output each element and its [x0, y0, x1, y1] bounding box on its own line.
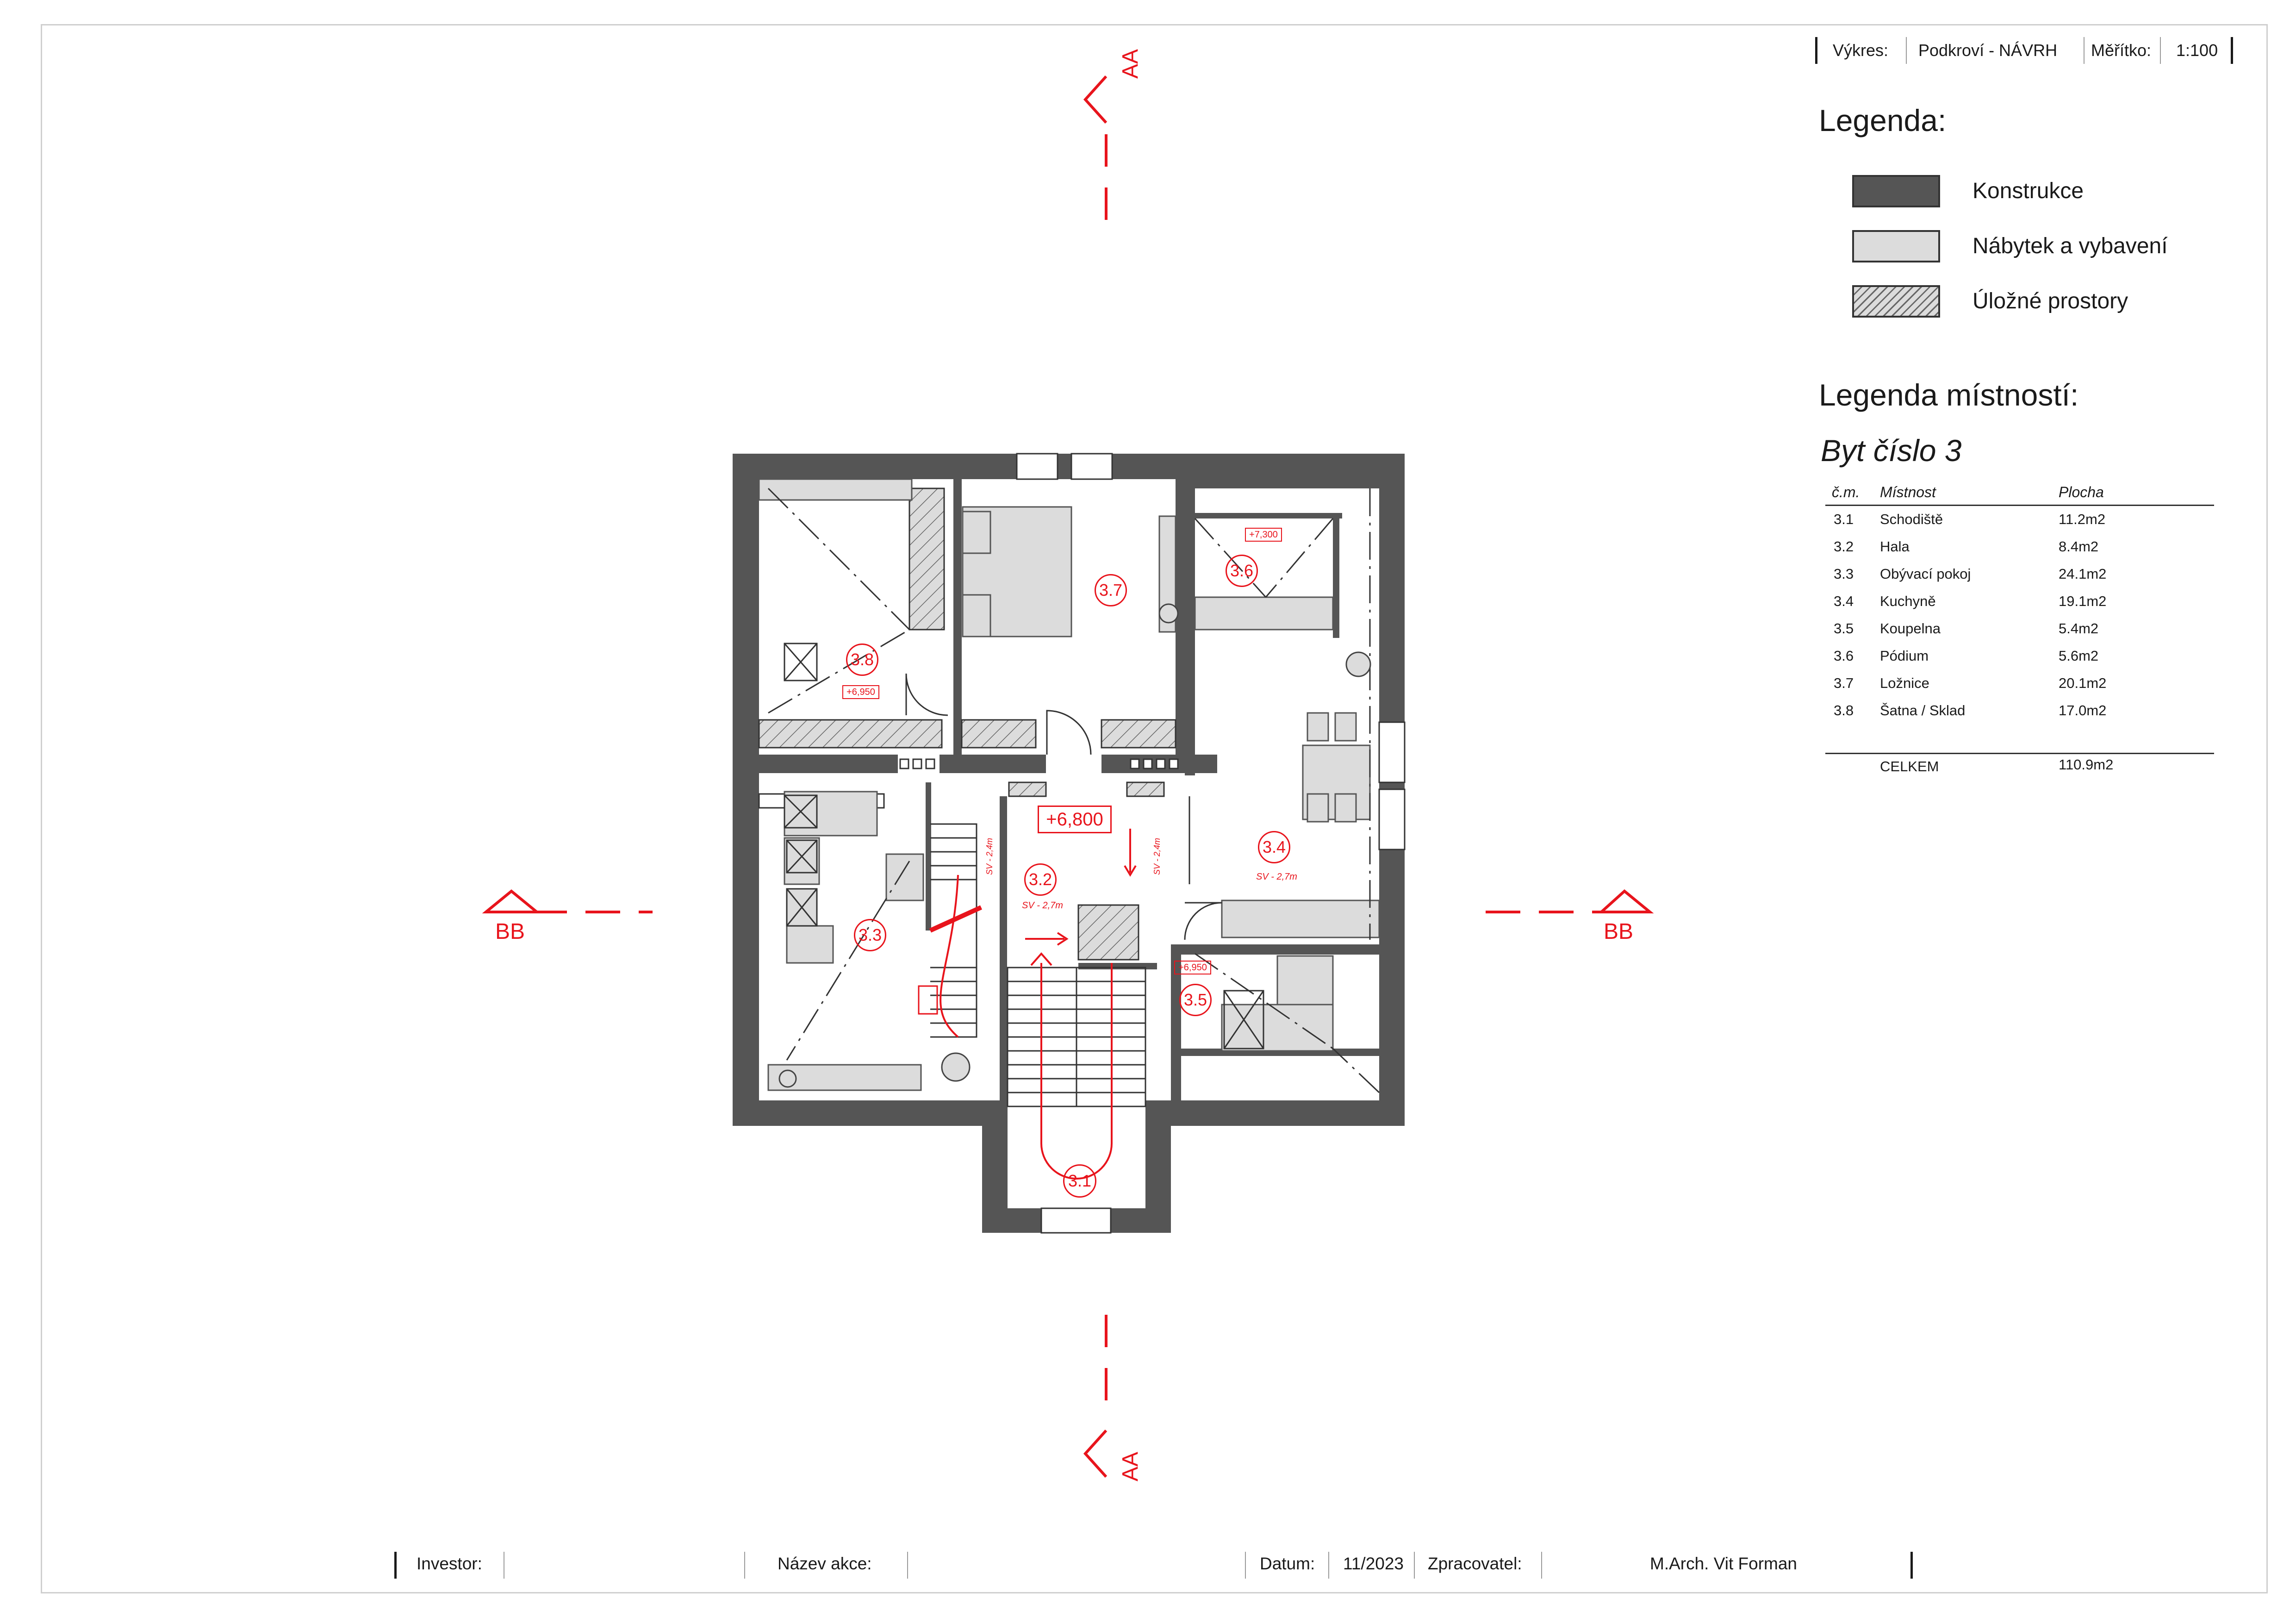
room-number-3-4: 3.4: [1258, 831, 1290, 863]
row-name: Kuchyně: [1880, 593, 1936, 609]
room-number-3-1: 3.1: [1063, 1164, 1096, 1198]
header-divider: [1906, 37, 1907, 64]
sv-note-left: SV - 2,4m: [985, 837, 994, 875]
row-num: 3.4: [1834, 593, 1854, 609]
row-area: 17.0m2: [2059, 702, 2107, 718]
row-area: 8.4m2: [2059, 538, 2099, 555]
author-value: M.Arch. Vit Forman: [1650, 1554, 1798, 1573]
roof-lines: [767, 487, 1380, 1093]
scale-label: Měřítko:: [2091, 41, 2152, 60]
row-area: 11.2m2: [2059, 511, 2106, 527]
room-legend-title: Legenda místností:: [1819, 378, 2079, 412]
row-name: Ložnice: [1880, 675, 1929, 691]
total-value: 110.9m2: [2059, 756, 2114, 773]
legend-swatch-storage: [1852, 285, 1940, 318]
author-label: Zpracovatel:: [1428, 1554, 1522, 1573]
storage-areas: [758, 487, 1176, 961]
room-number-3-8: 3.8: [846, 643, 878, 676]
doors: [905, 673, 1222, 940]
row-name: Šatna / Sklad: [1880, 702, 1966, 718]
room-number-3-2: 3.2: [1024, 863, 1057, 896]
vent-blocks: [899, 758, 1179, 769]
table-rule: [1825, 753, 2214, 754]
footer-divider: [1910, 1552, 1913, 1579]
drawing-frame: [41, 24, 2268, 1593]
footer-divider: [744, 1552, 745, 1579]
row-area: 20.1m2: [2059, 675, 2107, 691]
row-num: 3.8: [1834, 702, 1854, 718]
room-number-3-7: 3.7: [1095, 574, 1127, 606]
legend-title: Legenda:: [1819, 103, 1947, 137]
header-divider: [2231, 37, 2233, 64]
footer-divider: [1541, 1552, 1542, 1579]
room-number-3-5: 3.5: [1179, 984, 1212, 1016]
footer-divider: [1245, 1552, 1246, 1579]
level-main: +6,800: [1038, 806, 1112, 833]
investor-label: Investor:: [417, 1554, 482, 1573]
table-rule: [1825, 505, 2214, 506]
header-divider: [2160, 37, 2161, 64]
section-label-aa-bottom: AA: [1118, 1451, 1143, 1481]
legend-label-structure: Konstrukce: [1972, 179, 2084, 203]
section-label-bb-left: BB: [495, 919, 525, 944]
row-num: 3.7: [1834, 675, 1854, 691]
row-num: 3.1: [1834, 511, 1854, 527]
level-36: +7,300: [1245, 528, 1282, 542]
footer-divider: [1414, 1552, 1415, 1579]
row-area: 19.1m2: [2059, 593, 2107, 609]
room-number-3-6: 3.6: [1226, 555, 1258, 587]
section-label-aa-top: AA: [1118, 49, 1143, 79]
row-num: 3.2: [1834, 538, 1854, 555]
row-area: 5.6m2: [2059, 648, 2099, 664]
level-35: +6,950: [1174, 961, 1211, 974]
legend-label-furniture: Nábytek a vybavení: [1972, 234, 2168, 258]
legend-label-storage: Úložné prostory: [1972, 289, 2128, 313]
total-label: CELKEM: [1880, 758, 1939, 775]
section-markers: [482, 75, 1654, 1478]
scale-value: 1:100: [2176, 41, 2218, 60]
furniture: [758, 478, 1380, 1091]
row-num: 3.3: [1834, 566, 1854, 582]
row-name: Koupelna: [1880, 620, 1941, 637]
sv-note-kitchen: SV - 2,7m: [1256, 872, 1297, 882]
legend-swatch-furniture: [1852, 230, 1940, 262]
plant-symbols: [778, 603, 1371, 1088]
col-header-area: Plocha: [2059, 484, 2104, 500]
row-name: Obývací pokoj: [1880, 566, 1971, 582]
sv-note-hall: SV - 2,7m: [1022, 900, 1063, 911]
date-label: Datum:: [1260, 1554, 1315, 1573]
drawing-label: Výkres:: [1833, 41, 1889, 60]
level-38: +6,950: [842, 685, 879, 699]
col-header-room: Místnost: [1880, 484, 1936, 500]
flat-title: Byt číslo 3: [1821, 433, 1962, 468]
header-divider: [1815, 37, 1817, 64]
footer-divider: [907, 1552, 908, 1579]
row-area: 24.1m2: [2059, 566, 2107, 582]
date-value: 11/2023: [1343, 1554, 1404, 1573]
sv-note-right: SV - 2,4m: [1152, 837, 1162, 875]
footer-divider: [394, 1552, 397, 1579]
staircase: [930, 823, 1146, 1107]
room-number-3-3: 3.3: [854, 919, 886, 951]
row-name: Schodiště: [1880, 511, 1943, 527]
skylight-marks: [784, 643, 1264, 1049]
drawing-value: Podkroví - NÁVRH: [1918, 41, 2058, 60]
interior-walls: [759, 479, 1379, 1102]
row-name: Pódium: [1880, 648, 1929, 664]
row-num: 3.6: [1834, 648, 1854, 664]
col-header-number: č.m.: [1832, 484, 1860, 500]
action-label: Název akce:: [778, 1554, 872, 1573]
row-area: 5.4m2: [2059, 620, 2099, 637]
legend-swatch-structure: [1852, 175, 1940, 207]
row-num: 3.5: [1834, 620, 1854, 637]
footer-divider: [1328, 1552, 1329, 1579]
section-label-bb-right: BB: [1604, 919, 1634, 944]
row-name: Hala: [1880, 538, 1910, 555]
